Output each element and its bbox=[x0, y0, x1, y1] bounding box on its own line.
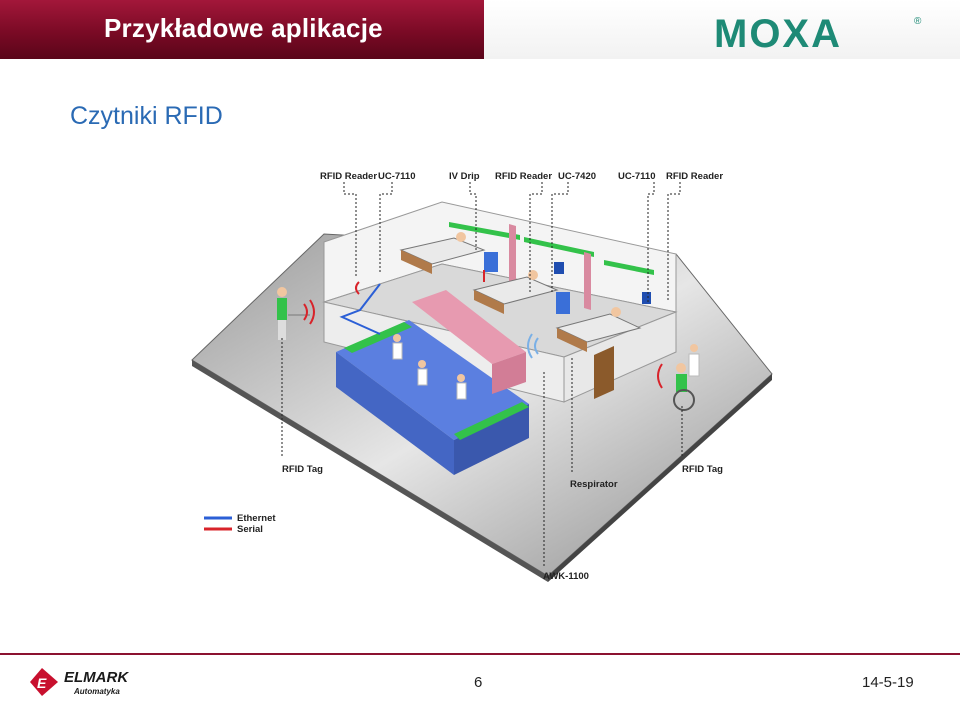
bed-2 bbox=[472, 270, 559, 314]
legend: Ethernet Serial bbox=[204, 513, 276, 535]
brand-mark: ® bbox=[914, 16, 922, 27]
nurse-3 bbox=[456, 374, 467, 400]
label-rfid-reader-3: RFID Reader bbox=[666, 171, 723, 182]
header-brand-area bbox=[484, 0, 960, 59]
page-number: 6 bbox=[474, 674, 483, 691]
wheelchair-patient bbox=[673, 344, 700, 411]
label-uc7110-1: UC-7110 bbox=[378, 171, 416, 182]
bed-3 bbox=[555, 307, 642, 352]
label-uc7420: UC-7420 bbox=[558, 171, 596, 182]
label-respirator: Respirator bbox=[570, 479, 618, 490]
footer-divider bbox=[0, 653, 960, 655]
elmark-name: ELMARK bbox=[64, 669, 129, 686]
legend-serial-label: Serial bbox=[237, 524, 263, 535]
partition bbox=[412, 290, 526, 364]
label-uc7110-2: UC-7110 bbox=[618, 171, 656, 182]
label-rfid-tag-left: RFID Tag bbox=[282, 464, 323, 475]
patient-walker bbox=[277, 287, 310, 340]
bed-1 bbox=[399, 232, 486, 274]
nurse-station-top bbox=[336, 320, 529, 440]
svg-text:E: E bbox=[37, 675, 47, 691]
hospital-rfid-diagram: RFID Reader UC-7110 IV Drip RFID Reader … bbox=[191, 171, 773, 582]
nurse-2 bbox=[417, 360, 428, 386]
slide-title: Przykładowe aplikacje bbox=[104, 13, 383, 43]
slide-date: 14-5-19 bbox=[862, 674, 914, 691]
label-iv-drip: IV Drip bbox=[449, 171, 480, 182]
slide-subtitle: Czytniki RFID bbox=[70, 102, 223, 130]
brand-text: MOXA bbox=[714, 14, 842, 52]
door bbox=[594, 346, 614, 399]
nurse-1 bbox=[392, 334, 403, 360]
label-rfid-reader-1: RFID Reader bbox=[320, 171, 377, 182]
ethernet-line bbox=[339, 283, 381, 335]
header-bar: Przykładowe aplikacje bbox=[0, 0, 484, 59]
legend-ethernet-label: Ethernet bbox=[237, 513, 276, 524]
elmark-subname: Automatyka bbox=[73, 687, 120, 696]
moxa-logo: MOXA ® bbox=[714, 14, 922, 52]
elmark-logo: E ELMARK Automatyka bbox=[30, 668, 129, 696]
label-awk1100: AWK-1100 bbox=[543, 571, 589, 582]
label-rfid-reader-2: RFID Reader bbox=[495, 171, 552, 182]
label-rfid-tag-right: RFID Tag bbox=[682, 464, 723, 475]
